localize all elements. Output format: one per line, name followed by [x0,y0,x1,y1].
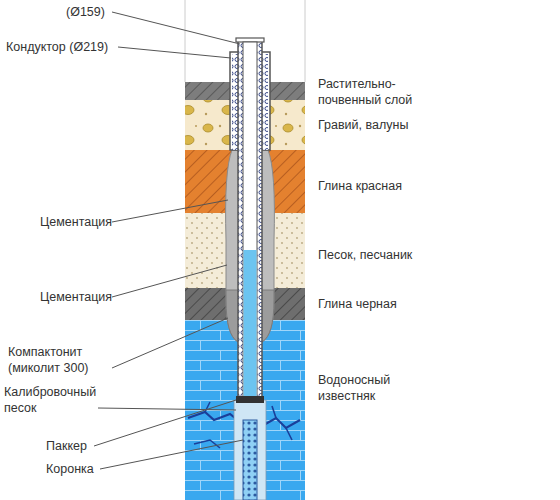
stratum-label: Глина черная [318,296,468,312]
stratum-label: Глина красная [318,178,468,194]
stratum-label: Гравий, валуны [318,117,468,133]
layer-callout: Цементация [40,214,130,230]
stratum-label: Песок, песчаник [318,247,468,263]
stratum-label: Водоносный известняк [318,372,418,404]
stratum-label: Растительно-почвенный слой [318,76,430,108]
material-label: Калибровочный песок [4,384,104,416]
layer-callout: Цементация [40,289,130,305]
material-label: Компактонит (миколит 300) [8,344,116,376]
part-label: Коронка [46,461,106,477]
pipe-label: Кондуктор (Ø219) [6,39,136,55]
part-label: Паккер [46,438,106,454]
pipe-label: (Ø159) [66,4,126,20]
